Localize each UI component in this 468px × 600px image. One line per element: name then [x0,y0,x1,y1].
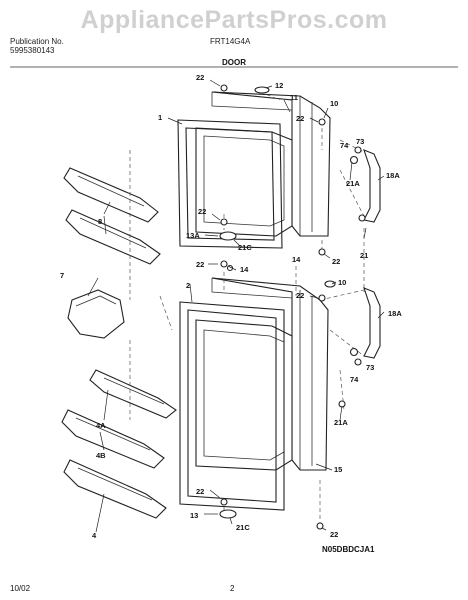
callout-8: 8 [98,217,102,226]
fresh-food-fasteners [219,260,362,530]
callout-11: 11 [290,93,298,102]
diagram-code: N05DBDCJA1 [322,545,375,554]
callout-1: 1 [158,113,162,122]
callout-21: 21 [360,251,368,260]
callout-21c-upper: 21C [238,243,252,252]
freezer-fasteners [219,84,366,256]
watermark: AppliancePartsPros.com [80,6,388,34]
callout-10-upper: 10 [330,99,338,108]
publication-number: 5995380143 [10,46,55,55]
footer-date: 10/02 [10,584,31,593]
callout-21c-lower: 21C [236,523,250,532]
fresh-food-door-liner [195,319,293,471]
callout-15: 15 [334,465,342,474]
callout-13a: 13A [186,231,200,240]
publication-label: Publication No. [10,37,64,46]
callout-10-lower: 10 [338,278,346,287]
callout-73-lower: 73 [366,363,374,372]
callout-22-h: 22 [330,530,338,539]
page-number: 2 [230,584,235,593]
callout-4: 4 [92,531,97,540]
freezer-door-gasket [177,119,283,249]
door-shelf-4 [63,459,167,519]
callout-21a-lower: 21A [334,418,348,427]
callout-13: 13 [190,511,198,520]
callout-14-right: 14 [292,255,301,264]
callout-4a: 4A [96,421,106,430]
callout-22-f: 22 [296,291,304,300]
callout-14-left: 14 [240,265,249,274]
door-shelf-4b [61,409,165,469]
section-title: DOOR [222,58,246,67]
door-shelf-4a [89,369,177,419]
model-number: FRT14G4A [210,37,251,46]
dairy-cover-7 [67,289,125,339]
callout-2: 2 [186,281,190,290]
callout-18a-upper: 18A [386,171,400,180]
callout-18a-lower: 18A [388,309,402,318]
callout-74-upper: 74 [340,141,349,150]
callout-22-d: 22 [332,257,340,266]
callout-7: 7 [60,271,64,280]
fresh-food-handle-18a [319,287,381,359]
callout-74-lower: 74 [350,375,359,384]
callout-4b: 4B [96,451,106,460]
fresh-food-door-gasket [179,301,285,511]
freezer-door-liner [195,127,293,237]
freezer-shelf-bins-8 [63,167,161,265]
callout-22-g: 22 [196,487,204,496]
callout-73-upper: 73 [356,137,364,146]
callout-22-b: 22 [296,114,304,123]
leader-lines [87,79,385,533]
callout-21a-upper: 21A [346,179,360,188]
callout-22-e: 22 [196,260,204,269]
callout-12: 12 [275,81,283,90]
callout-22-a: 22 [196,73,204,82]
callout-22-c: 22 [198,207,206,216]
callout-labels: 1 2 4 4A 4B 7 8 10 10 11 12 13 13A 14 14… [60,73,402,540]
